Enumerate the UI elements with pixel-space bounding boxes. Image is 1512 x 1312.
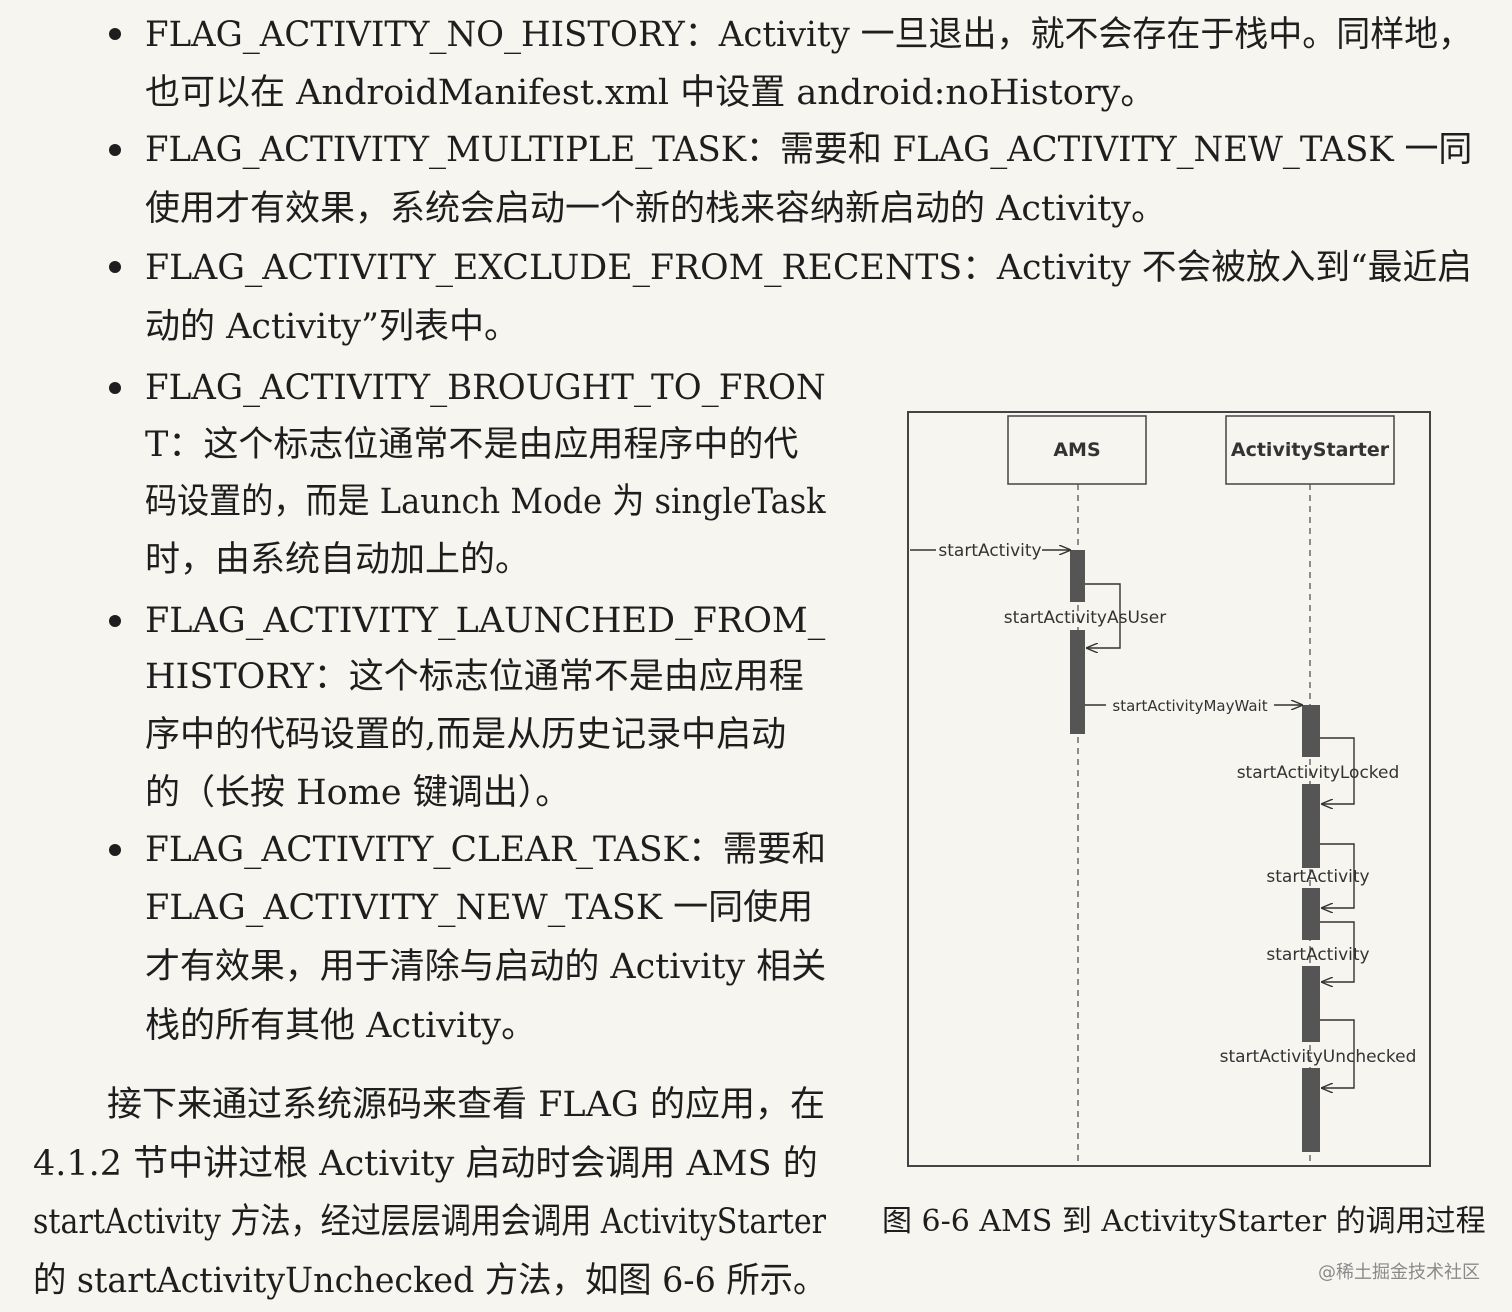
message-arrow bbox=[1320, 737, 1355, 804]
participant-label-ams: AMS bbox=[1053, 439, 1100, 461]
text-line: 的（长按 Home 键调出）。 bbox=[145, 773, 571, 813]
bullet-dot bbox=[109, 615, 121, 627]
text-line: 码设置的，而是 Launch Mode 为 singleTask bbox=[145, 482, 826, 522]
message-label: startActivityAsUser bbox=[1004, 608, 1166, 628]
text-line: 的 startActivityUnchecked 方法，如图 6-6 所示。 bbox=[33, 1261, 827, 1301]
text-line: HISTORY：这个标志位通常不是由应用程 bbox=[145, 657, 804, 697]
message-arrow bbox=[1320, 921, 1355, 982]
message-label: startActivity bbox=[938, 541, 1041, 561]
text-line: FLAG_ACTIVITY_BROUGHT_TO_FRON bbox=[145, 368, 826, 408]
text-line: 接下来通过系统源码来查看 FLAG 的应用，在 bbox=[107, 1085, 826, 1125]
text-line: T：这个标志位通常不是由应用程序中的代 bbox=[145, 425, 799, 465]
text-line: 时，由系统自动加上的。 bbox=[145, 540, 531, 580]
text-line: 动的 Activity”列表中。 bbox=[145, 307, 519, 347]
figure-frame bbox=[907, 411, 1431, 1167]
activation-bar bbox=[1302, 705, 1320, 757]
activation-bar bbox=[1302, 1068, 1320, 1152]
message-label: startActivityLocked bbox=[1237, 763, 1400, 783]
activation-bar bbox=[1302, 888, 1320, 940]
text-line: 栈的所有其他 Activity。 bbox=[145, 1006, 537, 1046]
text-line: FLAG_ACTIVITY_EXCLUDE_FROM_RECENTS：Activ… bbox=[145, 248, 1472, 288]
participant-box-activitystarter bbox=[1225, 415, 1395, 485]
bullet-dot bbox=[109, 144, 121, 156]
bullet-dot bbox=[109, 382, 121, 394]
bullet-dot bbox=[109, 261, 121, 273]
message-arrow bbox=[1320, 843, 1355, 908]
message-arrow bbox=[1085, 583, 1121, 648]
text-line: 序中的代码设置的,而是从历史记录中启动 bbox=[145, 715, 787, 755]
bullet-dot bbox=[109, 28, 121, 40]
sequence-diagram: AMS ActivityStarter startActivity startA… bbox=[907, 411, 1431, 1167]
text-line: 使用才有效果，系统会启动一个新的栈来容纳新启动的 Activity。 bbox=[145, 189, 1167, 229]
message-label: startActivity bbox=[1266, 945, 1369, 965]
figure-caption: 图 6-6 AMS 到 ActivityStarter 的调用过程 bbox=[882, 1204, 1486, 1239]
activation-bar bbox=[1302, 966, 1320, 1042]
message-label: startActivity bbox=[1266, 867, 1369, 887]
activation-bar bbox=[1070, 550, 1085, 602]
text-line: 4.1.2 节中讲过根 Activity 启动时会调用 AMS 的 bbox=[33, 1144, 818, 1184]
message-label: startActivityUnchecked bbox=[1220, 1047, 1417, 1067]
activation-bar bbox=[1070, 630, 1085, 734]
text-line: startActivity 方法，经过层层调用会调用 ActivityStart… bbox=[33, 1202, 827, 1242]
text-line: 也可以在 AndroidManifest.xml 中设置 android:noH… bbox=[145, 73, 1156, 113]
participant-box-ams bbox=[1007, 415, 1147, 485]
text-line: FLAG_ACTIVITY_CLEAR_TASK：需要和 bbox=[145, 830, 827, 870]
text-line: FLAG_ACTIVITY_LAUNCHED_FROM_ bbox=[145, 601, 826, 641]
text-line: FLAG_ACTIVITY_MULTIPLE_TASK：需要和 FLAG_ACT… bbox=[145, 130, 1473, 170]
bullet-dot bbox=[109, 844, 121, 856]
message-label: startActivityMayWait bbox=[1112, 697, 1267, 715]
activation-bar bbox=[1302, 784, 1320, 868]
text-line: FLAG_ACTIVITY_NEW_TASK 一同使用 bbox=[145, 888, 814, 928]
text-line: 才有效果，用于清除与启动的 Activity 相关 bbox=[145, 947, 827, 987]
message-arrow bbox=[1320, 1019, 1355, 1088]
text-line: FLAG_ACTIVITY_NO_HISTORY：Activity 一旦退出，就… bbox=[145, 15, 1473, 55]
watermark: @稀土掘金技术社区 bbox=[1318, 1262, 1480, 1283]
participant-label-activitystarter: ActivityStarter bbox=[1231, 439, 1390, 461]
